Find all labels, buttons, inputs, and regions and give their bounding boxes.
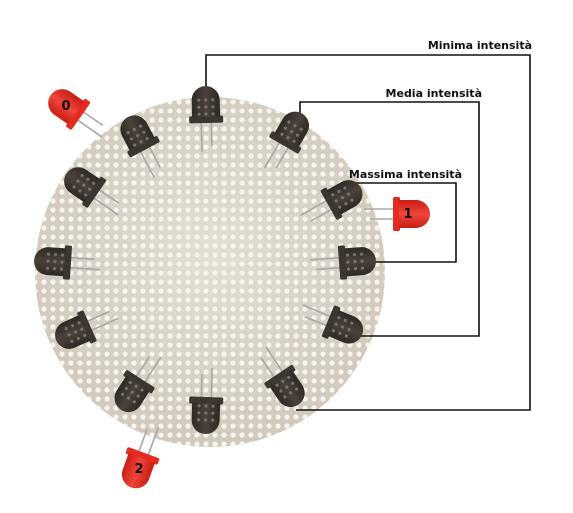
dark-led <box>260 346 305 407</box>
dark-led <box>263 111 309 169</box>
label-media: Media intensità <box>386 87 482 100</box>
perfboard <box>35 97 385 447</box>
red-led-number: 1 <box>403 207 412 222</box>
red-led-number: 2 <box>134 462 143 477</box>
dark-led <box>114 356 162 413</box>
leds: 0 1 2 <box>34 86 430 489</box>
red-led-0: 0 <box>48 89 104 138</box>
dark-led <box>120 115 162 179</box>
wire-massima <box>342 182 457 263</box>
dark-led <box>300 180 363 222</box>
dark-led <box>189 368 224 434</box>
dark-led <box>64 167 120 216</box>
red-led-body <box>121 426 160 489</box>
dark-led <box>309 245 376 280</box>
red-led-body <box>364 197 430 231</box>
red-led-number: 0 <box>61 99 70 114</box>
wire-media <box>299 101 480 337</box>
dark-led <box>302 304 364 344</box>
label-minima: Minima intensità <box>428 39 532 52</box>
dark-led <box>189 86 224 153</box>
red-led-body <box>48 89 104 138</box>
red-led-1: 1 <box>364 197 430 231</box>
wires <box>205 54 531 411</box>
wire-minima <box>205 54 531 411</box>
dark-led <box>34 245 100 280</box>
label-massima: Massima intensità <box>349 168 462 181</box>
dark-led <box>55 310 119 349</box>
red-led-2: 2 <box>121 426 160 489</box>
